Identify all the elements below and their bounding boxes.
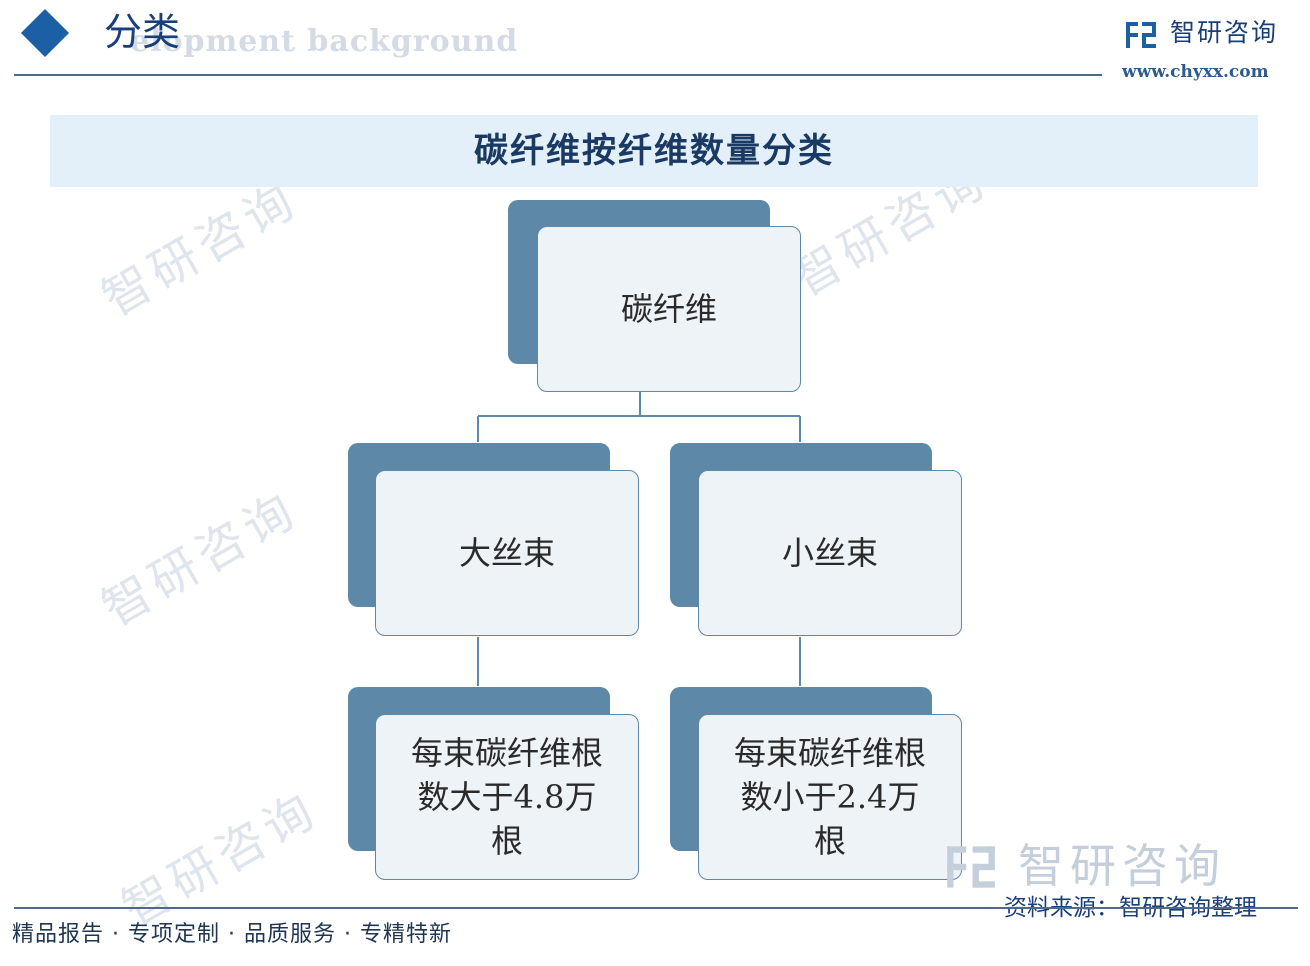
left-branch-label: 大丝束	[458, 534, 555, 572]
right-detail-line: 每束碳纤维根	[733, 734, 926, 772]
right-branch-label: 小丝束	[781, 534, 878, 572]
diagram-title-band	[50, 115, 1258, 187]
watermark-brand: 智研咨询	[1018, 839, 1226, 893]
header-background-text: elopment background	[130, 24, 519, 59]
left-detail-line: 根	[490, 822, 523, 860]
header-divider	[14, 74, 1102, 76]
right-branch-node: 小丝束	[698, 470, 962, 636]
section-title: 分类	[104, 10, 181, 54]
footer-divider	[14, 907, 1298, 909]
right-detail-line: 数小于2.4万	[740, 778, 920, 816]
brand-url[interactable]: www.chyxx.com	[1122, 62, 1269, 82]
root-node: 碳纤维	[537, 226, 801, 392]
footer-slogan: 精品报告 · 专项定制 · 品质服务 · 专精特新	[12, 922, 452, 947]
left-detail-line: 每束碳纤维根	[410, 734, 603, 772]
root-node-label: 碳纤维	[620, 290, 717, 328]
brand-logo-icon	[1126, 22, 1156, 48]
watermark-logo-icon	[947, 846, 995, 888]
diagram-title: 碳纤维按纤维数量分类	[474, 131, 834, 171]
left-detail-node: 每束碳纤维根 数大于4.8万 根	[375, 714, 639, 880]
right-detail-node: 每束碳纤维根 数小于2.4万 根	[698, 714, 962, 880]
left-branch-node: 大丝束	[375, 470, 639, 636]
left-detail-line: 数大于4.8万	[417, 778, 597, 816]
right-detail-line: 根	[813, 822, 846, 860]
brand-name: 智研咨询	[1170, 18, 1279, 47]
